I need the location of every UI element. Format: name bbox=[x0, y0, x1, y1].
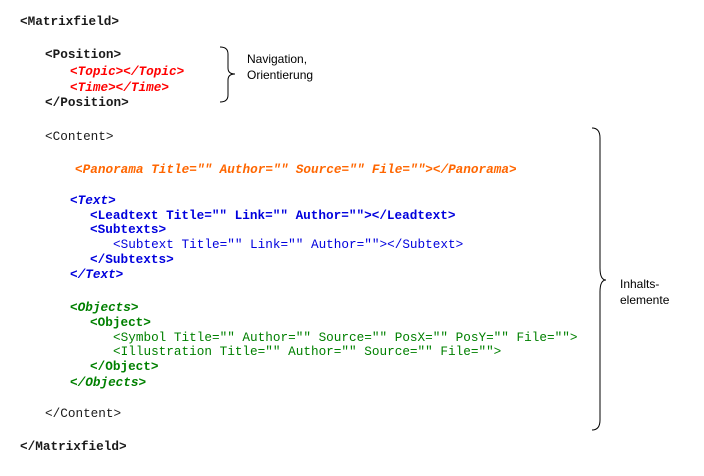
matrixfield-close-tag: </Matrixfield> bbox=[20, 439, 127, 454]
leadtext-tag: <Leadtext Title="" Link="" Author=""></L… bbox=[90, 208, 456, 223]
object-open-tag: <Object> bbox=[90, 315, 151, 330]
subtext-tag: <Subtext Title="" Link="" Author=""></Su… bbox=[113, 237, 464, 252]
object-close-tag: </Object> bbox=[90, 359, 159, 374]
text-open-tag: <Text> bbox=[70, 193, 116, 208]
position-open-tag: <Position> bbox=[45, 47, 122, 62]
content-annotation-line2: elemente bbox=[620, 293, 670, 307]
subtexts-close-tag: </Subtexts> bbox=[90, 252, 174, 267]
text-close-tag: </Text> bbox=[70, 267, 124, 282]
position-brace bbox=[219, 46, 236, 103]
time-tag: <Time></Time> bbox=[70, 80, 169, 95]
position-annotation-line1: Navigation, bbox=[247, 52, 308, 66]
position-annotation-line2: Orientierung bbox=[247, 68, 314, 82]
objects-close-tag: </Objects> bbox=[70, 375, 147, 390]
illustration-tag: <Illustration Title="" Author="" Source=… bbox=[113, 344, 502, 359]
objects-open-tag: <Objects> bbox=[70, 300, 139, 315]
subtexts-open-tag: <Subtexts> bbox=[90, 222, 167, 237]
position-close-tag: </Position> bbox=[45, 95, 129, 110]
content-brace bbox=[591, 127, 607, 431]
content-close-tag: </Content> bbox=[45, 406, 122, 421]
panorama-tag: <Panorama Title="" Author="" Source="" F… bbox=[75, 162, 517, 177]
content-open-tag: <Content> bbox=[45, 129, 114, 144]
symbol-tag: <Symbol Title="" Author="" Source="" Pos… bbox=[113, 330, 578, 345]
matrixfield-open-tag: <Matrixfield> bbox=[20, 14, 119, 29]
topic-tag: <Topic></Topic> bbox=[70, 64, 185, 79]
content-annotation-line1: Inhalts- bbox=[620, 277, 660, 291]
